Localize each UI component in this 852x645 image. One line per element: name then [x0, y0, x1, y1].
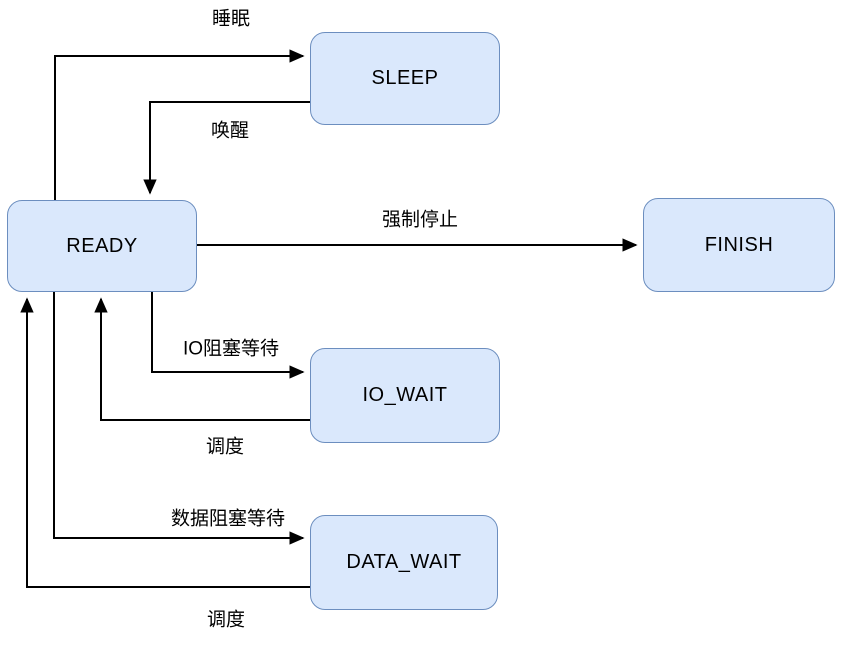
- edge-data-wait-to-ready: [20, 297, 310, 588]
- edge-label-data-block-wait: 数据阻塞等待: [168, 503, 288, 531]
- edge-ready-to-data-wait: [53, 292, 305, 545]
- edge-ready-to-sleep: [54, 49, 305, 200]
- edge-sleep-to-ready: [143, 101, 310, 195]
- state-node-finish: FINISH: [643, 198, 835, 292]
- state-node-io-wait: IO_WAIT: [310, 348, 500, 443]
- edge-label-io-block-wait: IO阻塞等待: [180, 333, 282, 361]
- state-node-sleep: SLEEP: [310, 32, 500, 125]
- state-node-finish-label: FINISH: [704, 233, 774, 256]
- edge-label-io-schedule: 调度: [203, 431, 247, 459]
- state-node-ready: READY: [7, 200, 197, 292]
- state-node-io-wait-label: IO_WAIT: [362, 384, 448, 406]
- edge-label-wake: 唤醒: [208, 115, 252, 143]
- edge-label-sleep: 睡眠: [209, 3, 253, 31]
- edge-label-force-stop: 强制停止: [379, 204, 461, 232]
- state-node-sleep-label: SLEEP: [371, 67, 439, 89]
- edge-label-data-schedule: 调度: [204, 604, 248, 632]
- state-node-data-wait: DATA_WAIT: [310, 515, 498, 610]
- state-node-ready-label: READY: [66, 234, 138, 257]
- edge-io-wait-to-ready: [94, 297, 310, 421]
- state-node-data-wait-label: DATA_WAIT: [346, 551, 462, 573]
- edge-ready-to-io-wait: [151, 292, 305, 379]
